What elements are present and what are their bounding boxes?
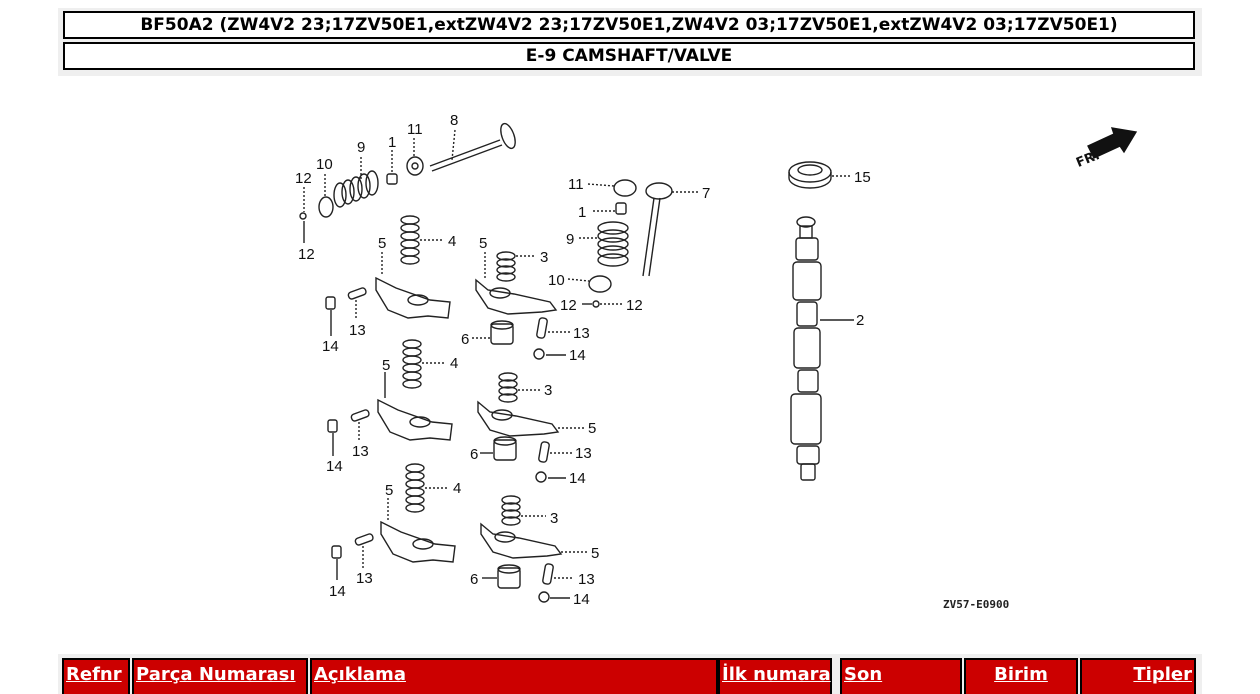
sort-refnr-link[interactable]: Refnr — [66, 664, 122, 685]
sort-first-number-link[interactable]: İlk numara — [722, 664, 831, 685]
callout-ref-6: 6 — [470, 571, 479, 588]
callout-ref-1: 1 — [388, 134, 397, 151]
callout-ref-10: 10 — [548, 272, 565, 289]
sort-types-link[interactable]: Tipler — [1133, 664, 1192, 685]
callout-ref-6: 6 — [470, 446, 479, 463]
intake-valve-icon — [429, 122, 516, 172]
callout-ref-3: 3 — [540, 249, 549, 266]
callout-ref-10: 10 — [316, 156, 333, 173]
callout-ref-13: 13 — [575, 445, 592, 462]
column-first-number: İlk numara — [718, 658, 832, 694]
callout-ref-4: 4 — [453, 480, 462, 497]
callout-ref-1: 1 — [578, 204, 587, 221]
callout-ref-14: 14 — [569, 470, 586, 487]
callout-ref-11: 11 — [407, 121, 423, 138]
callout-ref-5: 5 — [378, 235, 387, 252]
callout-ref-13: 13 — [356, 570, 373, 587]
callout-ref-13: 13 — [573, 325, 590, 342]
callout-ref-13: 13 — [349, 322, 366, 339]
callout-ref-5: 5 — [479, 235, 488, 252]
callout-ref-5: 5 — [591, 545, 600, 562]
section-title: E-9 CAMSHAFT/VALVE — [63, 42, 1195, 70]
callout-ref-15: 15 — [854, 169, 871, 186]
sort-last-link[interactable]: Son — [844, 664, 883, 685]
header-panel: BF50A2 (ZW4V2 23;17ZV50E1,extZW4V2 23;17… — [58, 8, 1202, 76]
callout-ref-9: 9 — [566, 231, 575, 248]
callout-ref-12: 12 — [295, 170, 312, 187]
valve-spring-icon — [333, 170, 379, 208]
oil-seal-icon — [788, 161, 832, 189]
column-description: Açıklama — [310, 658, 718, 694]
callout-ref-14: 14 — [326, 458, 343, 475]
rocker-arm-group-2 — [327, 339, 584, 483]
callout-ref-3: 3 — [544, 382, 553, 399]
callout-ref-6: 6 — [461, 331, 470, 348]
callout-ref-4: 4 — [448, 233, 457, 250]
column-types: Tipler — [1080, 658, 1196, 694]
front-direction-arrow-icon — [1087, 127, 1138, 159]
column-part-number: Parça Numarası — [132, 658, 308, 694]
rocker-arm-group-3 — [331, 463, 587, 603]
callout-ref-7: 7 — [702, 185, 711, 202]
callout-ref-14: 14 — [573, 591, 590, 608]
column-last: Son — [840, 658, 962, 694]
callout-ref-13: 13 — [352, 443, 369, 460]
sort-unit-link[interactable]: Birim — [994, 664, 1048, 685]
callout-ref-8: 8 — [450, 112, 459, 129]
callout-ref-2: 2 — [856, 312, 865, 329]
sort-description-link[interactable]: Açıklama — [314, 664, 406, 685]
sort-part-number-link[interactable]: Parça Numarası — [136, 664, 296, 685]
exploded-view-drawing — [299, 122, 1138, 603]
callout-ref-9: 9 — [357, 139, 366, 156]
callout-ref-5: 5 — [382, 357, 391, 374]
callout-ref-12: 12 — [298, 246, 315, 263]
callout-ref-12: 12 — [626, 297, 643, 314]
callout-ref-14: 14 — [569, 347, 586, 364]
rocker-arm-group-1 — [325, 215, 570, 360]
callout-ref-5: 5 — [588, 420, 597, 437]
callout-ref-3: 3 — [550, 510, 559, 527]
camshaft-icon — [790, 216, 822, 481]
column-unit: Birim — [964, 658, 1078, 694]
drawing-code: ZV57-E0900 — [943, 598, 1010, 611]
callout-ref-5: 5 — [385, 482, 394, 499]
column-refnr: Refnr — [62, 658, 130, 694]
callout-ref-14: 14 — [329, 583, 346, 600]
parts-table-header: Refnr Parça Numarası Açıklama İlk numara… — [58, 654, 1202, 694]
model-title: BF50A2 (ZW4V2 23;17ZV50E1,extZW4V2 23;17… — [63, 11, 1195, 39]
callout-ref-12: 12 — [560, 297, 577, 314]
callout-ref-11: 11 — [568, 176, 584, 193]
callout-ref-14: 14 — [322, 338, 339, 355]
callout-ref-13: 13 — [578, 571, 595, 588]
callout-ref-4: 4 — [450, 355, 459, 372]
exhaust-valve-icon — [642, 182, 673, 277]
